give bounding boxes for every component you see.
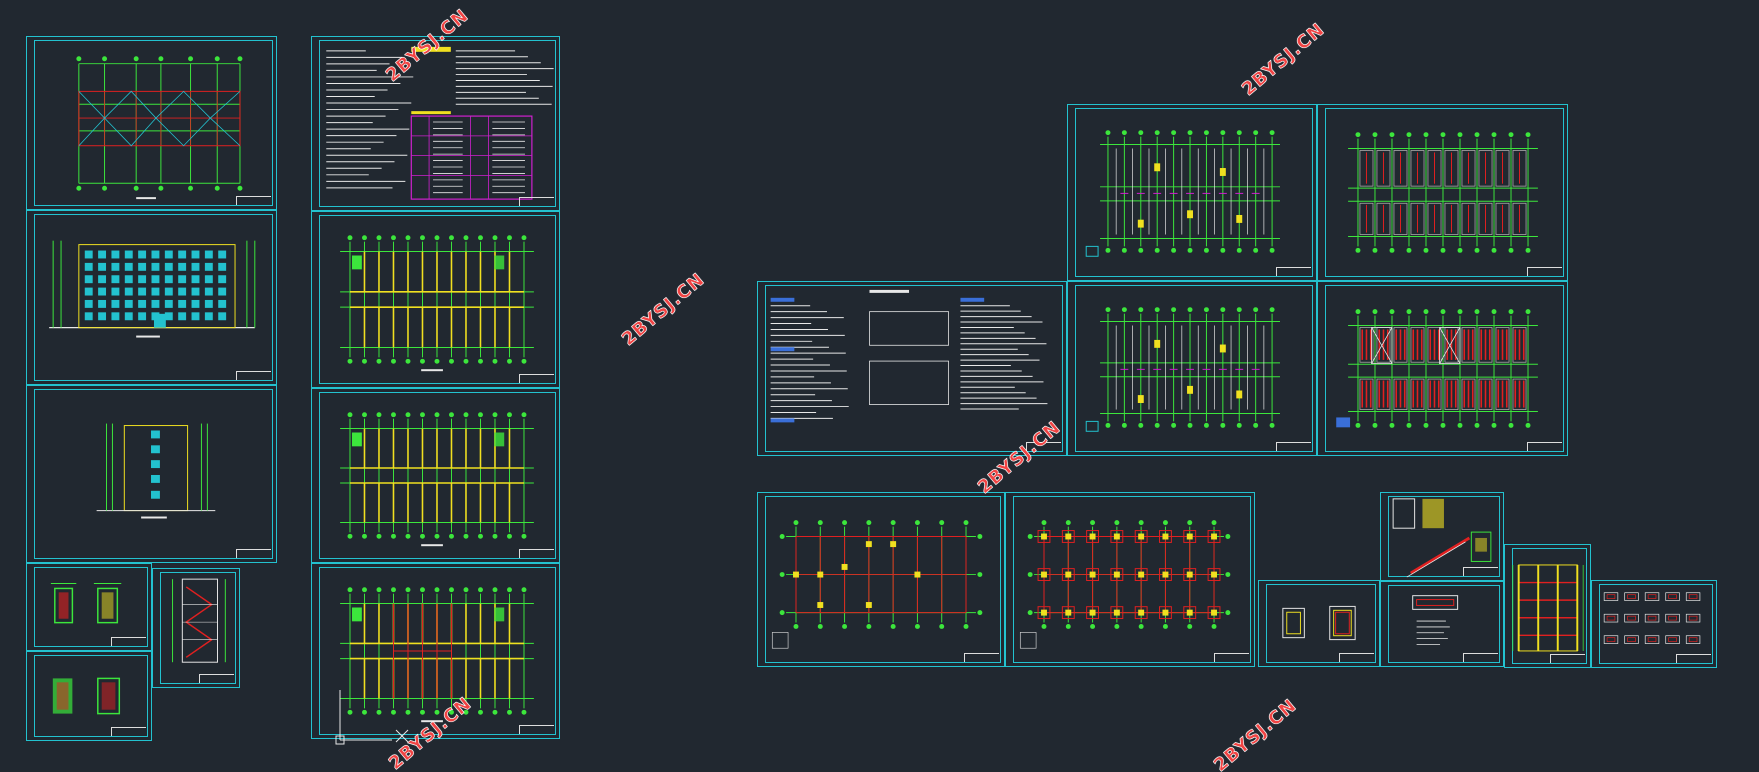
drawing-column-layout xyxy=(771,520,983,649)
sheet-section-detail[interactable] xyxy=(1380,581,1504,667)
watermark: 2BYSJ.CN xyxy=(1238,19,1330,101)
sheet-slab-reinforcement-2[interactable] xyxy=(1067,281,1317,456)
drawing-stair-detail xyxy=(1392,498,1492,578)
title-block xyxy=(1527,442,1562,451)
sheet-structural-notes[interactable] xyxy=(757,281,1067,456)
drawing-floor-plan-1 xyxy=(340,235,534,372)
title-block xyxy=(236,196,271,205)
sheet-stair-section[interactable] xyxy=(152,568,240,688)
sheet-column-detail[interactable] xyxy=(1258,580,1380,667)
drawing-side-elevation xyxy=(96,423,216,519)
drawing-south-elevation xyxy=(49,240,256,338)
sheet-foundation-plan[interactable] xyxy=(1005,492,1255,667)
sheet-column-layout[interactable] xyxy=(757,492,1005,667)
drawing-floor-plan-2 xyxy=(340,412,534,547)
drawing-roof-plan xyxy=(76,56,243,200)
title-block xyxy=(236,549,271,558)
ucs-icon xyxy=(335,690,409,745)
sheet-stair-detail[interactable] xyxy=(1380,492,1504,581)
watermark: 2BYSJ.CN xyxy=(1210,695,1302,772)
sheet-beam-layout-2[interactable] xyxy=(1317,281,1568,456)
drawing-floor-plan-3 xyxy=(340,587,534,723)
title-block xyxy=(236,371,271,380)
sheet-slab-reinforcement-1[interactable] xyxy=(1067,104,1317,281)
title-block xyxy=(111,727,146,736)
title-block xyxy=(1463,567,1498,576)
title-block xyxy=(1527,267,1562,276)
title-block xyxy=(1276,267,1311,276)
drawing-foundation-plan xyxy=(1019,520,1231,649)
drawing-slab-reinforcement-2 xyxy=(1085,307,1280,432)
watermark: 2BYSJ.CN xyxy=(618,269,710,351)
title-block xyxy=(1463,653,1498,662)
drawing-beam-layout-1 xyxy=(1348,132,1538,253)
sheet-side-elevation[interactable] xyxy=(26,385,277,563)
sheet-roof-plan[interactable] xyxy=(26,36,277,210)
drawing-column-detail xyxy=(1282,605,1356,641)
sheet-south-elevation[interactable] xyxy=(26,210,277,385)
sheet-design-notes[interactable] xyxy=(311,36,560,211)
drawing-design-notes xyxy=(326,46,554,200)
drawing-detail-small-2 xyxy=(52,677,121,715)
sheet-detail-small-2[interactable] xyxy=(26,651,152,741)
sheet-floor-plan-3[interactable] xyxy=(311,563,560,739)
sheet-floor-plan-2[interactable] xyxy=(311,388,560,563)
drawing-structural-notes xyxy=(770,289,1048,423)
sheet-frame-elevation[interactable] xyxy=(1504,544,1591,668)
title-block xyxy=(1276,442,1311,451)
drawing-beam-layout-2 xyxy=(1336,309,1538,428)
drawing-stair-section xyxy=(172,578,226,663)
title-block xyxy=(1026,442,1061,451)
title-block xyxy=(1550,654,1585,663)
sheet-detail-small-1[interactable] xyxy=(26,563,152,651)
drawing-rebar-tables xyxy=(1603,592,1701,644)
title-block xyxy=(519,725,554,734)
drawing-detail-small-1 xyxy=(50,583,122,624)
sheet-rebar-tables[interactable] xyxy=(1591,580,1717,668)
title-block xyxy=(519,374,554,383)
title-block xyxy=(1214,653,1249,662)
title-block xyxy=(199,674,234,683)
sheet-floor-plan-1[interactable] xyxy=(311,211,560,388)
title-block xyxy=(964,653,999,662)
title-block xyxy=(519,549,554,558)
drawing-frame-elevation xyxy=(1512,564,1584,652)
title-block xyxy=(111,637,146,646)
title-block xyxy=(1339,653,1374,662)
title-block xyxy=(519,197,554,206)
title-block xyxy=(1676,654,1711,663)
sheet-beam-layout-1[interactable] xyxy=(1317,104,1568,281)
drawing-section-detail xyxy=(1412,595,1459,645)
drawing-slab-reinforcement-1 xyxy=(1085,130,1280,257)
